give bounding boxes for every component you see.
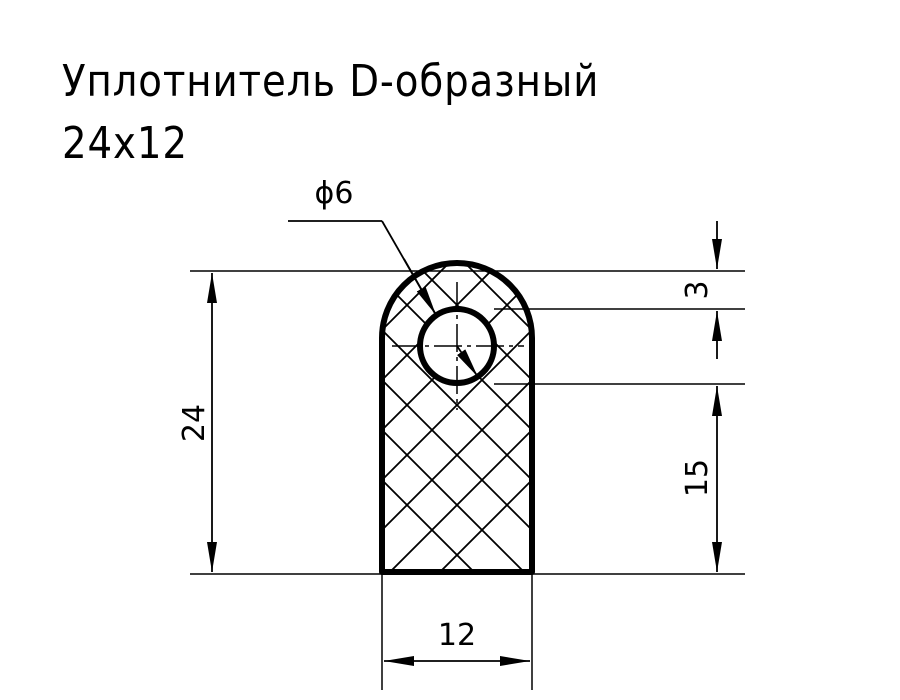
drawing-size: 24x12 [62, 118, 188, 169]
dim-label-width: 12 [438, 618, 476, 653]
seal-profile-outline [379, 260, 535, 575]
dim-label-top-offset: 3 [680, 280, 715, 299]
dim-label-total-height: 24 [177, 404, 212, 442]
diameter-leader [288, 220, 437, 316]
diameter-arrow-lower [456, 345, 479, 378]
dim-label-lower-height: 15 [680, 459, 715, 497]
extension-lines [190, 270, 745, 690]
drawing-title: Уплотнитель D-образный [62, 56, 600, 107]
diameter-arrow-upper [403, 258, 437, 316]
dim-label-diameter: ϕ6 [315, 176, 354, 211]
